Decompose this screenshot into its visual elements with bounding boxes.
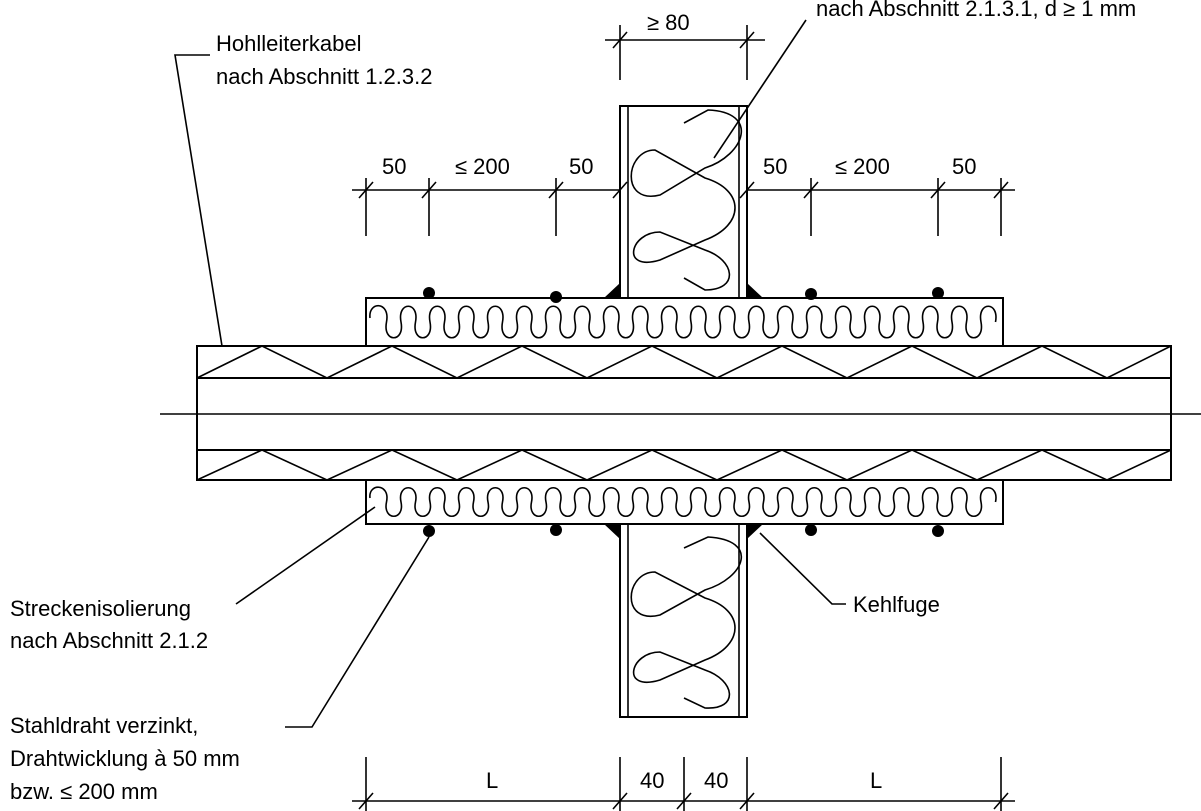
wire-dot <box>805 524 817 536</box>
wire-dot <box>550 524 562 536</box>
wire-dot <box>550 291 562 303</box>
label-cable-line1: Hohlleiterkabel <box>216 31 362 56</box>
mineral-wool-symbol-bottom <box>630 536 742 709</box>
insulation-sleeve-bottom <box>365 479 1004 525</box>
wire-dot <box>932 287 944 299</box>
wire-winding-dots <box>423 287 944 537</box>
dimension-wall-width: ≥ 80 <box>605 10 765 80</box>
dim-right-inner: 50 <box>763 154 787 179</box>
dim-right-outer: 50 <box>952 154 976 179</box>
fillet-joints <box>604 283 763 539</box>
label-insulation-line1: Streckenisolierung <box>10 596 191 621</box>
dimension-chain-bottom: L 40 40 L <box>352 757 1015 811</box>
dimension-chain-left: 50 ≤ 200 50 <box>352 154 628 236</box>
insulation-sleeve-top <box>365 297 1004 347</box>
label-top-right-reference: nach Abschnitt 2.1.3.1, d ≥ 1 mm <box>816 0 1136 21</box>
wire-dot <box>423 525 435 537</box>
label-wire-line3: bzw. ≤ 200 mm <box>10 779 158 804</box>
dim-right-span: ≤ 200 <box>835 154 890 179</box>
insulation-coil-top <box>369 304 997 339</box>
label-cable-line2: nach Abschnitt 1.2.3.2 <box>216 64 433 89</box>
wire-dot <box>805 288 817 300</box>
dim-bottom-right-L: L <box>870 768 882 793</box>
dim-left-outer: 50 <box>382 154 406 179</box>
cable-upper-zigzag <box>196 345 1172 379</box>
dim-bottom-left-40: 40 <box>640 768 664 793</box>
dim-wall-min: ≥ 80 <box>647 10 690 35</box>
label-wire-line1: Stahldraht verzinkt, <box>10 713 198 738</box>
wall-seal-top <box>619 105 748 299</box>
wire-dot <box>423 287 435 299</box>
dimension-chain-right: 50 ≤ 200 50 <box>739 154 1015 236</box>
dim-bottom-right-40: 40 <box>704 768 728 793</box>
dim-left-inner: 50 <box>569 154 593 179</box>
wall-seal-bottom <box>619 523 748 718</box>
insulation-coil-bottom <box>369 486 997 518</box>
label-wire-line2: Drahtwicklung à 50 mm <box>10 746 240 771</box>
mineral-wool-symbol-top <box>630 109 742 291</box>
label-insulation-line2: nach Abschnitt 2.1.2 <box>10 628 208 653</box>
leader-lines <box>174 19 846 728</box>
dim-bottom-left-L: L <box>486 768 498 793</box>
cable-lower-zigzag <box>196 449 1172 481</box>
label-fillet: Kehlfuge <box>853 592 940 617</box>
wire-dot <box>932 525 944 537</box>
hollow-conductor-cable <box>196 345 1172 481</box>
dim-left-span: ≤ 200 <box>455 154 510 179</box>
